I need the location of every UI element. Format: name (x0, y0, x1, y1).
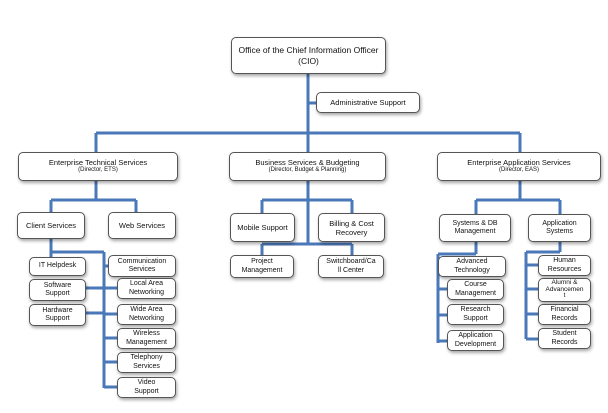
admin-support-label: Administrative Support (330, 98, 406, 107)
telephony-label: Telephony Services (130, 354, 163, 370)
project-management-label: Project Management (241, 258, 283, 274)
application-development-box: Application Development (447, 330, 504, 351)
project-management-box: Project Management (230, 255, 294, 278)
software-support-label: Software Support (43, 281, 72, 297)
bsb-title: Business Services & Budgeting (255, 158, 360, 168)
wireless-label: Wireless Management (126, 330, 167, 346)
hardware-support-label: Hardware Support (42, 306, 73, 322)
application-systems-box: Application Systems (528, 214, 591, 242)
connector-group (49, 74, 562, 389)
cio-title: Office of the Chief Information Officer (238, 45, 379, 56)
alumni-advancement-label: Alumni & Advancemen t (545, 278, 584, 300)
lan-label: Local Area Networking (128, 280, 164, 296)
financial-records-box: Financial Records (538, 304, 591, 325)
client-services-box: Client Services (17, 212, 85, 239)
lan-box: Local Area Networking (117, 278, 176, 299)
communication-services-box: Communication Services (108, 255, 176, 277)
switchboard-label: Switchboard/Ca ll Center (326, 258, 376, 274)
hardware-support-box: Hardware Support (29, 304, 86, 326)
software-support-box: Software Support (29, 279, 86, 301)
it-helpdesk-box: IT Helpdesk (29, 257, 86, 276)
ets-division-box: Enterprise Technical Services (Director,… (18, 152, 178, 181)
wan-box: Wide Area Networking (117, 304, 176, 325)
bsb-division-box: Business Services & Budgeting (Director,… (229, 152, 386, 181)
it-helpdesk-label: IT Helpdesk (38, 262, 77, 270)
course-management-label: Course Management (455, 281, 496, 297)
advanced-technology-label: Advanced Technology (454, 258, 490, 274)
web-services-label: Web Services (118, 221, 166, 230)
wireless-box: Wireless Management (117, 328, 176, 349)
course-management-box: Course Management (447, 279, 504, 300)
human-resources-label: Human Resources (547, 257, 582, 273)
wan-label: Wide Area Networking (128, 306, 164, 322)
switchboard-box: Switchboard/Ca ll Center (318, 255, 384, 278)
human-resources-box: Human Resources (538, 255, 591, 276)
cio-subtitle: (CIO) (298, 55, 319, 66)
research-support-label: Research Support (460, 306, 491, 322)
eas-subtitle: (Director, EAS) (498, 167, 539, 174)
systems-db-label: Systems & DB Management (452, 219, 498, 235)
systems-db-box: Systems & DB Management (439, 214, 511, 242)
alumni-advancement-box: Alumni & Advancemen t (538, 278, 591, 302)
billing-box: Billing & Cost Recovery (318, 213, 385, 242)
financial-records-label: Financial Records (550, 306, 579, 322)
video-support-label: Video Support (134, 379, 159, 395)
student-records-box: Student Records (538, 328, 591, 349)
client-services-label: Client Services (25, 221, 77, 230)
video-support-box: Video Support (117, 377, 176, 398)
billing-label: Billing & Cost Recovery (329, 218, 374, 237)
student-records-label: Student Records (551, 330, 578, 346)
ets-title: Enterprise Technical Services (48, 158, 148, 168)
mobile-support-box: Mobile Support (230, 213, 295, 242)
telephony-box: Telephony Services (117, 352, 176, 373)
bsb-subtitle: (Director, Budget & Planning) (268, 167, 347, 174)
research-support-box: Research Support (447, 304, 504, 325)
advanced-technology-box: Advanced Technology (438, 256, 506, 277)
mobile-support-label: Mobile Support (237, 223, 288, 232)
cio-box: Office of the Chief Information Officer … (231, 37, 386, 74)
eas-division-box: Enterprise Application Services (Directo… (437, 152, 601, 181)
admin-support-box: Administrative Support (316, 92, 420, 113)
eas-title: Enterprise Application Services (467, 158, 571, 168)
ets-subtitle: (Director, ETS) (78, 167, 118, 174)
communication-services-label: Communication Services (117, 257, 167, 273)
application-development-label: Application Development (454, 332, 497, 348)
application-systems-label: Application Systems (542, 219, 577, 235)
web-services-box: Web Services (108, 212, 176, 239)
